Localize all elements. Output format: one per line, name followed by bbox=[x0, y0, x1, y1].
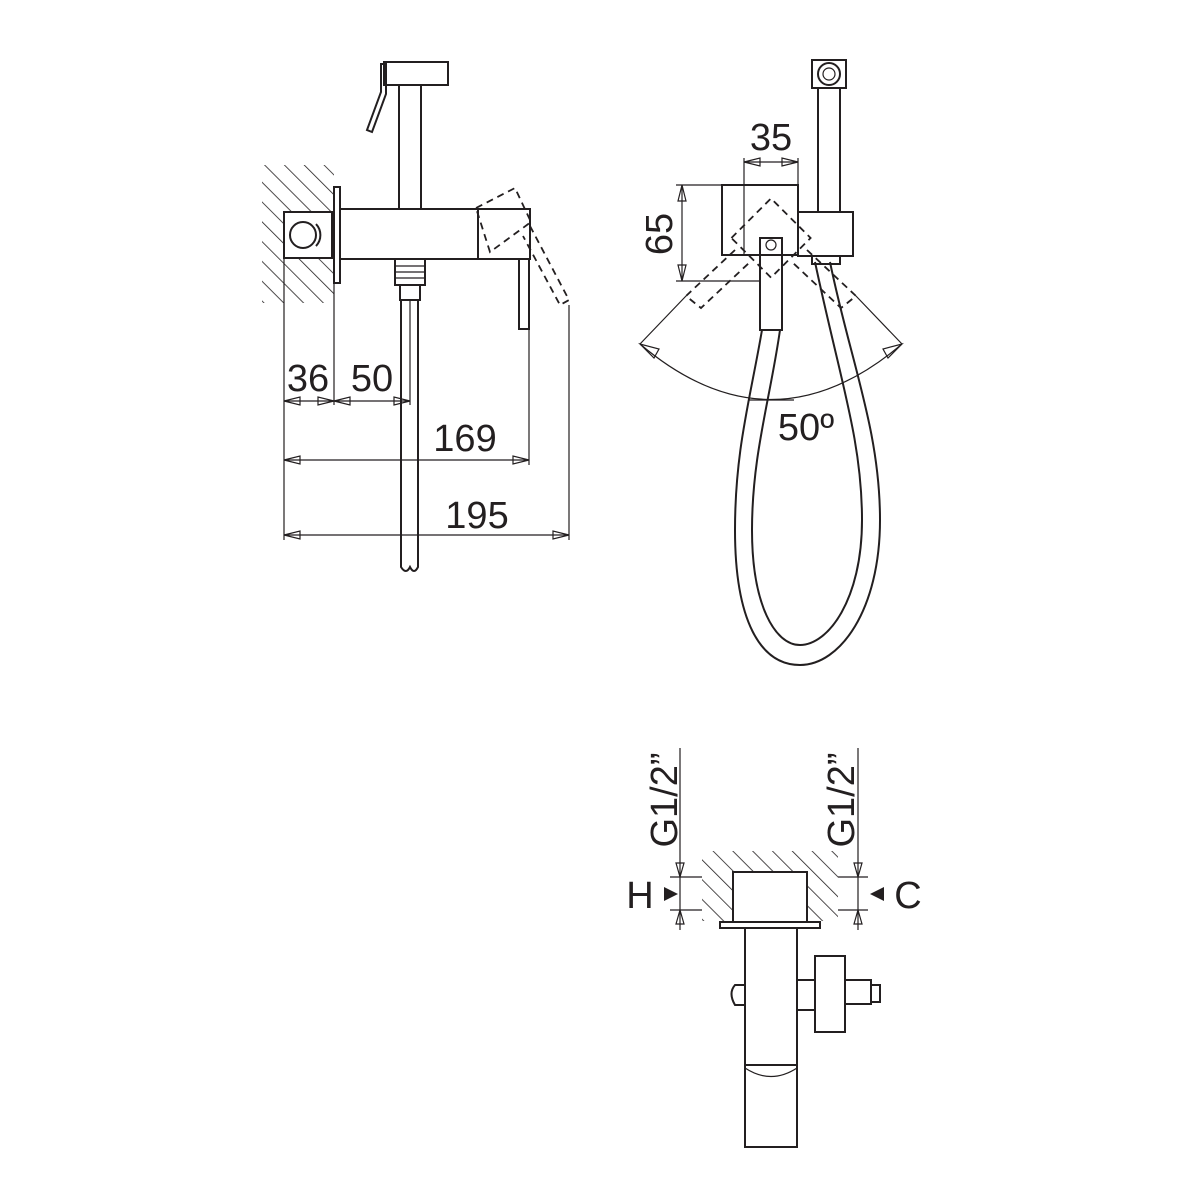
thread-left: G1/2” bbox=[644, 752, 686, 847]
dim-50: 50 bbox=[351, 358, 393, 400]
lever-open-dashed bbox=[474, 186, 533, 254]
hose-loop bbox=[733, 261, 882, 667]
hot-arrow bbox=[664, 887, 678, 901]
hose-side bbox=[400, 300, 419, 572]
dim-65: 65 bbox=[639, 213, 681, 255]
dim-36: 36 bbox=[287, 358, 329, 400]
dim-35: 35 bbox=[750, 117, 792, 159]
dim-50-degrees: 50º bbox=[778, 407, 834, 449]
dim-195: 195 bbox=[445, 495, 508, 537]
hot-label: H bbox=[626, 875, 653, 917]
wall-connector bbox=[283, 211, 333, 259]
sprayer-handle bbox=[365, 63, 387, 134]
lever-rotation-dashed bbox=[684, 197, 858, 310]
bottom-view: G1/2” G1/2” H C bbox=[626, 748, 922, 1148]
front-holder-tube bbox=[817, 87, 841, 213]
front-lever bbox=[759, 237, 783, 331]
bottom-spout bbox=[744, 927, 798, 1066]
holder-head bbox=[383, 61, 449, 86]
thread-right: G1/2” bbox=[821, 752, 863, 847]
mixer-body bbox=[339, 208, 479, 260]
bottom-holder bbox=[814, 955, 846, 1033]
front-holder-block bbox=[797, 211, 854, 257]
cold-label: C bbox=[894, 875, 921, 917]
sprayer-head bbox=[811, 59, 847, 89]
lever-closed bbox=[477, 208, 531, 260]
front-view: 50º 35 65 bbox=[638, 59, 904, 667]
cold-arrow bbox=[870, 887, 884, 901]
holder-tube bbox=[398, 84, 422, 210]
side-view: 36 50 169 195 bbox=[262, 61, 571, 572]
dim-169: 169 bbox=[433, 418, 496, 460]
